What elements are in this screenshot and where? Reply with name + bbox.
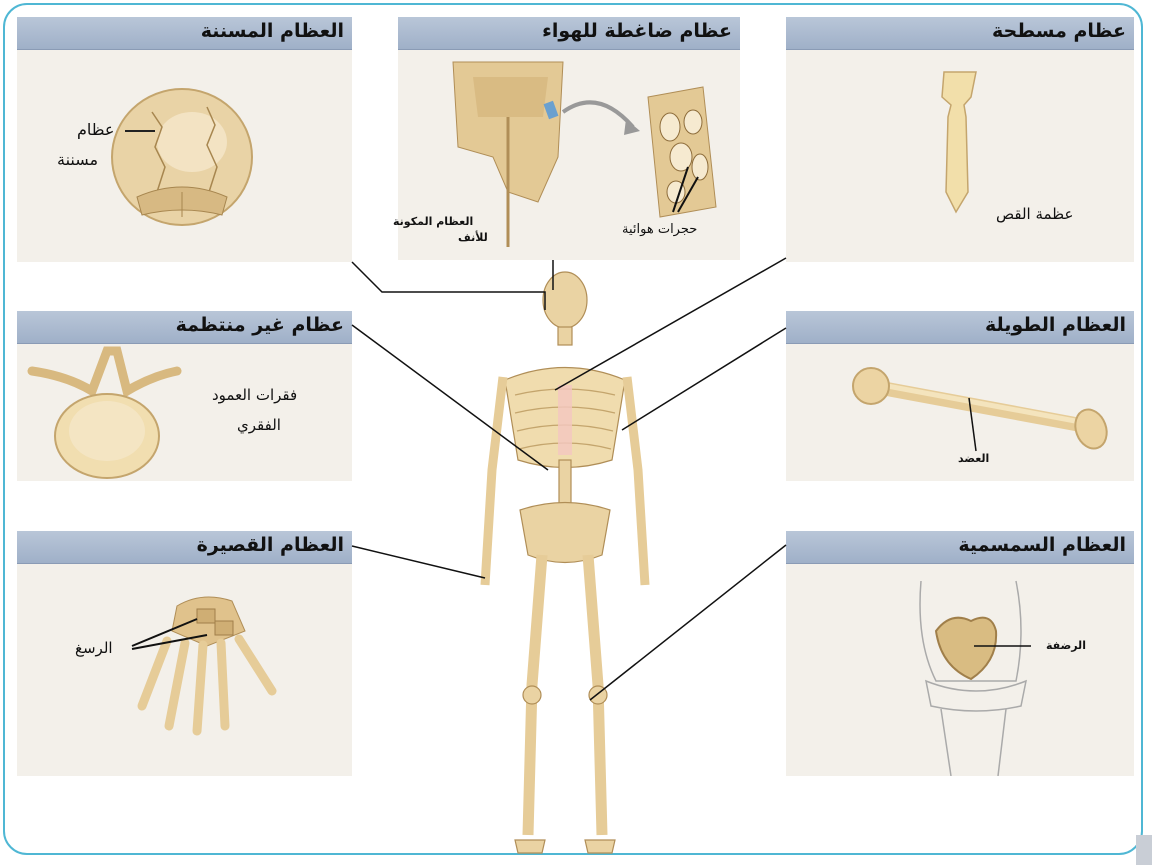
- panel-long-bones: العظام الطويلة العضد: [786, 311, 1134, 481]
- skull-illustration: [17, 17, 352, 262]
- sternum-illustration: [786, 17, 1134, 262]
- label-carpals: الرسغ: [75, 639, 113, 657]
- vertebra-illustration: [17, 311, 352, 481]
- label-humerus: العضد: [958, 452, 989, 465]
- skeleton-illustration: [470, 255, 660, 860]
- panel-short-bones: العظام القصيرة الرسغ: [17, 531, 352, 776]
- panel-irregular-bones: عظام غير منتظمة فقرات العمود الفقري: [17, 311, 352, 481]
- label-vertebrae-line2: الفقري: [237, 416, 281, 434]
- knee-patella-illustration: [786, 531, 1134, 776]
- label-air-cells: حجرات هوائية: [622, 222, 697, 237]
- label-sutural-line1: عظام: [77, 120, 114, 139]
- hand-carpals-illustration: [17, 531, 352, 776]
- label-nasal-line1: العظام المكونة: [393, 215, 473, 228]
- panel-sutural-bones: العظام المسننة عظام مسننة: [17, 17, 352, 262]
- panel-pneumatic-bones: عظام ضاغطة للهواء العظام المكونة للأنف ح…: [398, 17, 740, 260]
- panel-sesamoid-bones: العظام السمسمية الرضفة: [786, 531, 1134, 776]
- label-sutural-line2: مسننة: [57, 150, 98, 169]
- label-sternum: عظمة القص: [996, 205, 1073, 223]
- scroll-corner: [1136, 835, 1152, 865]
- label-patella: الرضفة: [1046, 639, 1086, 652]
- panel-flat-bones: عظام مسطحة عظمة القص: [786, 17, 1134, 262]
- label-vertebrae-line1: فقرات العمود: [212, 386, 297, 404]
- label-nasal-line2: للأنف: [458, 231, 488, 244]
